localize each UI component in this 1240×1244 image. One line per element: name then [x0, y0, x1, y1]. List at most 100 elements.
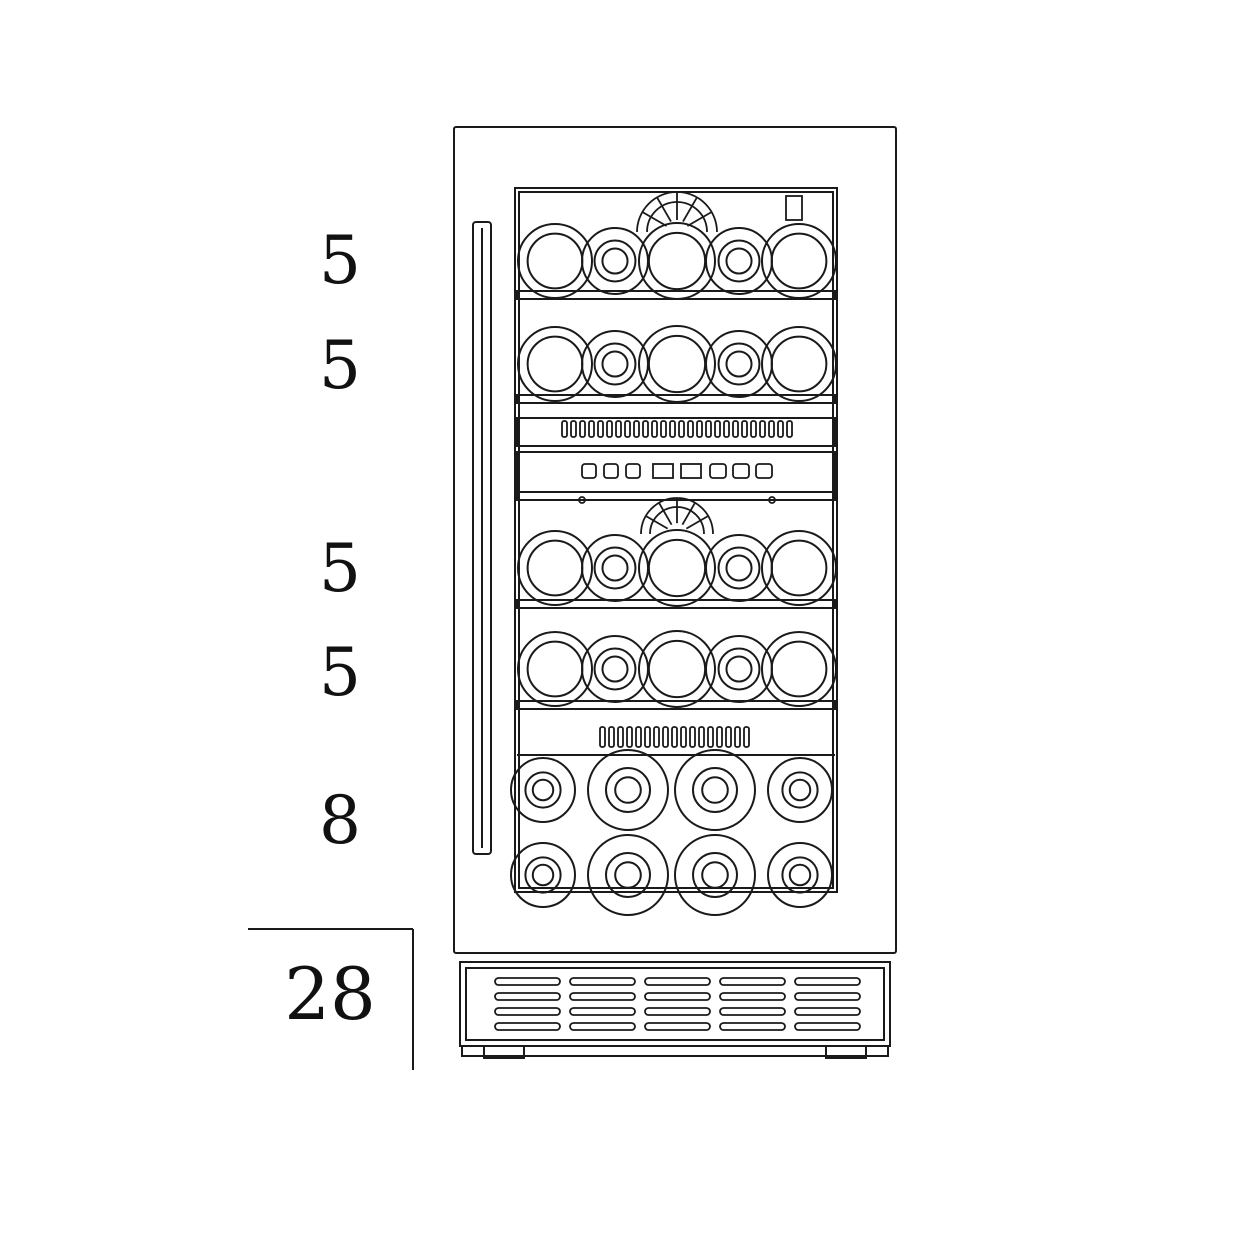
bottle-neck	[717, 546, 761, 590]
rack-bottle	[767, 757, 833, 823]
bottle-base	[526, 335, 584, 393]
vent-slot	[768, 420, 775, 438]
cabinet-outline	[453, 126, 897, 954]
grille-slot	[494, 1007, 561, 1016]
bottle	[638, 630, 716, 708]
total-count: 28	[284, 952, 376, 1036]
shelf-3-count: 5	[319, 530, 361, 607]
vent-slot	[644, 726, 651, 748]
bottle-base	[770, 232, 828, 290]
panel-display	[680, 463, 702, 479]
bottle-neck	[717, 239, 761, 283]
bottle-base	[526, 539, 584, 597]
vent-slot	[626, 726, 633, 748]
shelf-rail	[516, 290, 836, 300]
grille-slot	[569, 992, 636, 1001]
lower-fan-blade	[645, 515, 669, 530]
rack-bottle-cap	[788, 863, 812, 887]
panel-dot	[578, 496, 586, 504]
grille-slot	[494, 992, 561, 1001]
bottle-neck	[593, 546, 637, 590]
grille-slot	[719, 977, 786, 986]
rack-bottle-cap	[531, 778, 555, 802]
vent-slot	[723, 420, 730, 438]
upper-fan-blade	[686, 211, 713, 227]
vent-slot	[734, 726, 741, 748]
grille-slot	[794, 977, 861, 986]
vent-slot	[698, 726, 705, 748]
shelf-2-count: 5	[319, 327, 361, 404]
rack-bottle-cap	[701, 861, 729, 889]
vent-slot	[599, 726, 606, 748]
grille-slot	[494, 1022, 561, 1031]
control-panel	[516, 451, 836, 493]
grille-slot	[719, 1007, 786, 1016]
bottle	[761, 530, 837, 606]
bottle	[517, 326, 593, 402]
bottle-neck	[717, 342, 761, 386]
grille-slot	[794, 1022, 861, 1031]
bottle-base	[770, 640, 828, 698]
rack-bottle-neck	[692, 852, 738, 898]
bottle	[761, 223, 837, 299]
vent-slot	[671, 726, 678, 748]
vent-slot	[651, 420, 658, 438]
vent-slot	[660, 420, 667, 438]
base-strip	[461, 1045, 889, 1057]
bottle-cap	[601, 247, 629, 275]
door-handle	[472, 221, 492, 855]
rack-bottle-neck	[524, 771, 562, 809]
upper-fan-blade	[641, 211, 668, 227]
bottle-neck	[593, 342, 637, 386]
rack-bottle-neck	[781, 856, 819, 894]
foot-right	[825, 1045, 867, 1059]
bottle-base	[647, 231, 707, 291]
shelf-4-count: 5	[319, 634, 361, 711]
vent-slot	[678, 420, 685, 438]
rack-bottle	[587, 749, 669, 831]
grille-slot	[569, 1022, 636, 1031]
rack-bottle	[674, 749, 756, 831]
rack-bottle-cap	[614, 776, 642, 804]
kick-plate-inner	[465, 967, 885, 1041]
shelf-rail	[516, 599, 836, 609]
vent-slot	[680, 726, 687, 748]
rack-bottle-neck	[781, 771, 819, 809]
cabinet	[248, 126, 897, 1070]
shelf-1-count: 5	[319, 222, 361, 299]
grille-slot	[644, 977, 711, 986]
bottle	[638, 325, 716, 403]
vent-slot	[561, 420, 568, 438]
shelf-rail	[516, 700, 836, 710]
bottom-rack-count: 8	[319, 782, 361, 859]
grille-slot	[719, 992, 786, 1001]
panel-button	[625, 463, 641, 479]
bottle-cap	[601, 350, 629, 378]
vent-slot	[725, 726, 732, 748]
foot-left	[483, 1045, 525, 1059]
vent-slot	[696, 420, 703, 438]
rack-bottle-cap	[614, 861, 642, 889]
vent-slot	[588, 420, 595, 438]
grille-slot	[719, 1022, 786, 1031]
vent-slot	[759, 420, 766, 438]
vent-slot	[662, 726, 669, 748]
bottle-neck	[593, 647, 637, 691]
vent-slot	[750, 420, 757, 438]
rack-bottle-cap	[531, 863, 555, 887]
upper-fan-blade	[682, 196, 698, 223]
panel-button	[732, 463, 750, 479]
vent-slot	[687, 420, 694, 438]
lower-fan-blade	[681, 502, 696, 526]
bottle-base	[647, 639, 707, 699]
vent-slot	[633, 420, 640, 438]
grille-slot	[644, 1007, 711, 1016]
shelf-rail	[516, 394, 836, 404]
vent-slot	[635, 726, 642, 748]
vent-slot	[669, 420, 676, 438]
bottle-cap	[725, 655, 753, 683]
vent-slot	[786, 420, 793, 438]
vent-slot	[608, 726, 615, 748]
bottle-cap	[725, 247, 753, 275]
